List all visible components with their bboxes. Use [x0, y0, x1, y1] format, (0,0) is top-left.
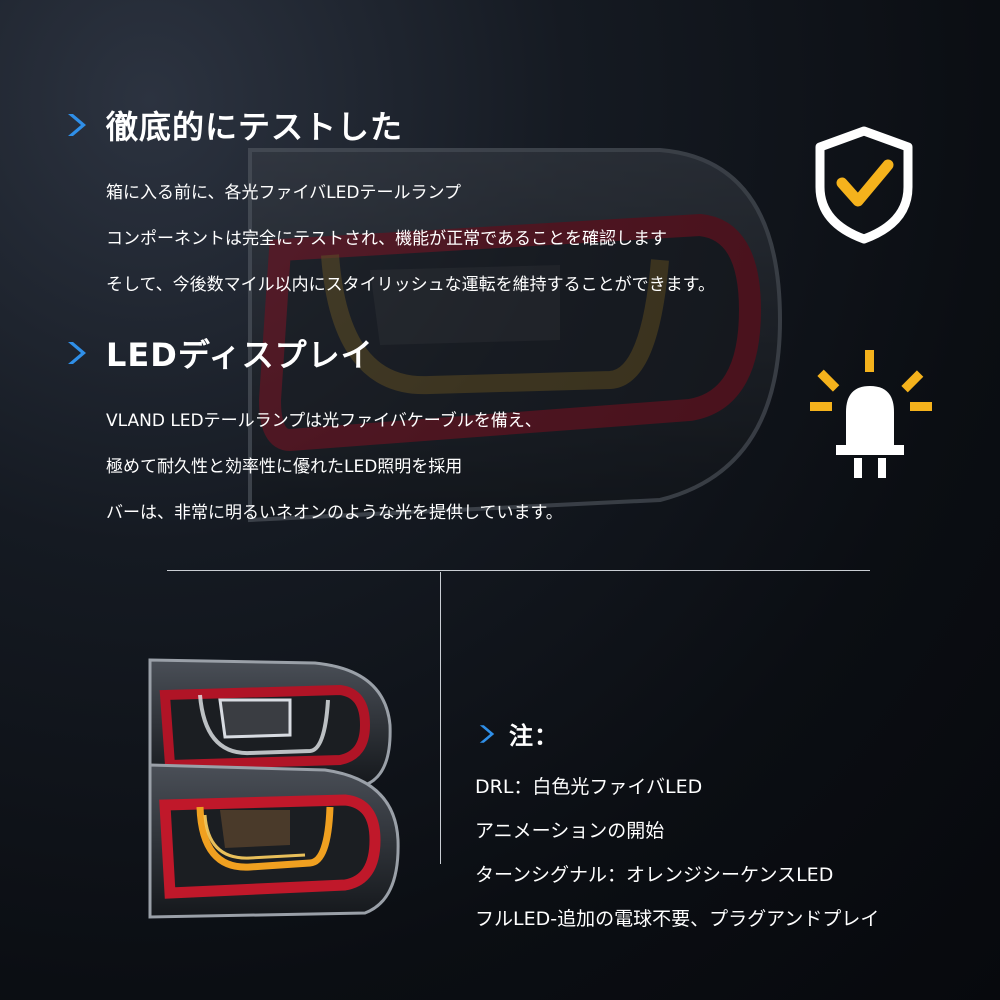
vertical-divider — [440, 572, 441, 864]
tested-description: 箱に入る前に、各光ファイバLEDテールランプ コンポーネントは完全にテストされ、… — [106, 170, 715, 308]
led-display-heading: LEDディスプレイ — [62, 330, 563, 376]
note-line: ターンシグナル：オレンジシーケンスLED — [475, 864, 834, 886]
background-tail-lamp-image — [248, 148, 783, 523]
chevron-right-icon — [68, 342, 86, 364]
chevron-right-icon — [68, 114, 86, 136]
tail-lamps-image — [148, 658, 400, 919]
led-display-line: 極めて耐久性と効率性に優れたLED照明を採用 — [106, 457, 463, 477]
note-heading-text: 注： — [509, 722, 559, 750]
tested-heading-text: 徹底的にテストした — [106, 108, 404, 146]
tested-section: 徹底的にテストした 箱に入る前に、各光ファイバLEDテールランプ コンポーネント… — [62, 102, 715, 308]
note-section: 注： DRL：白色光ファイバLED アニメーションの開始 ターンシグナル：オレン… — [475, 716, 879, 941]
note-heading: 注： — [475, 716, 879, 751]
led-display-section: LEDディスプレイ VLAND LEDテールランプは光ファイバケーブルを備え、 … — [62, 330, 563, 536]
tested-heading: 徹底的にテストした — [62, 102, 715, 148]
note-line: フルLED-追加の電球不要、プラグアンドプレイ — [475, 908, 880, 930]
led-display-description: VLAND LEDテールランプは光ファイバケーブルを備え、 極めて耐久性と効率性… — [106, 398, 563, 536]
note-list: DRL：白色光ファイバLED アニメーションの開始 ターンシグナル：オレンジシー… — [475, 765, 879, 941]
shield-check-icon — [815, 126, 913, 244]
horizontal-divider — [167, 570, 870, 571]
note-line: アニメーションの開始 — [475, 820, 665, 842]
led-display-line: バーは、非常に明るいネオンのような光を提供しています。 — [106, 503, 563, 523]
chevron-right-icon — [479, 724, 495, 743]
led-bulb-icon — [810, 350, 932, 478]
tested-line: コンポーネントは完全にテストされ、機能が正常であることを確認します — [106, 229, 667, 249]
led-display-line: VLAND LEDテールランプは光ファイバケーブルを備え、 — [106, 411, 542, 431]
note-line: DRL：白色光ファイバLED — [475, 776, 703, 798]
tested-line: 箱に入る前に、各光ファイバLEDテールランプ — [106, 183, 461, 203]
tested-line: そして、今後数マイル以内にスタイリッシュな運転を維持することができます。 — [106, 275, 715, 295]
led-display-heading-text: LEDディスプレイ — [106, 336, 374, 374]
